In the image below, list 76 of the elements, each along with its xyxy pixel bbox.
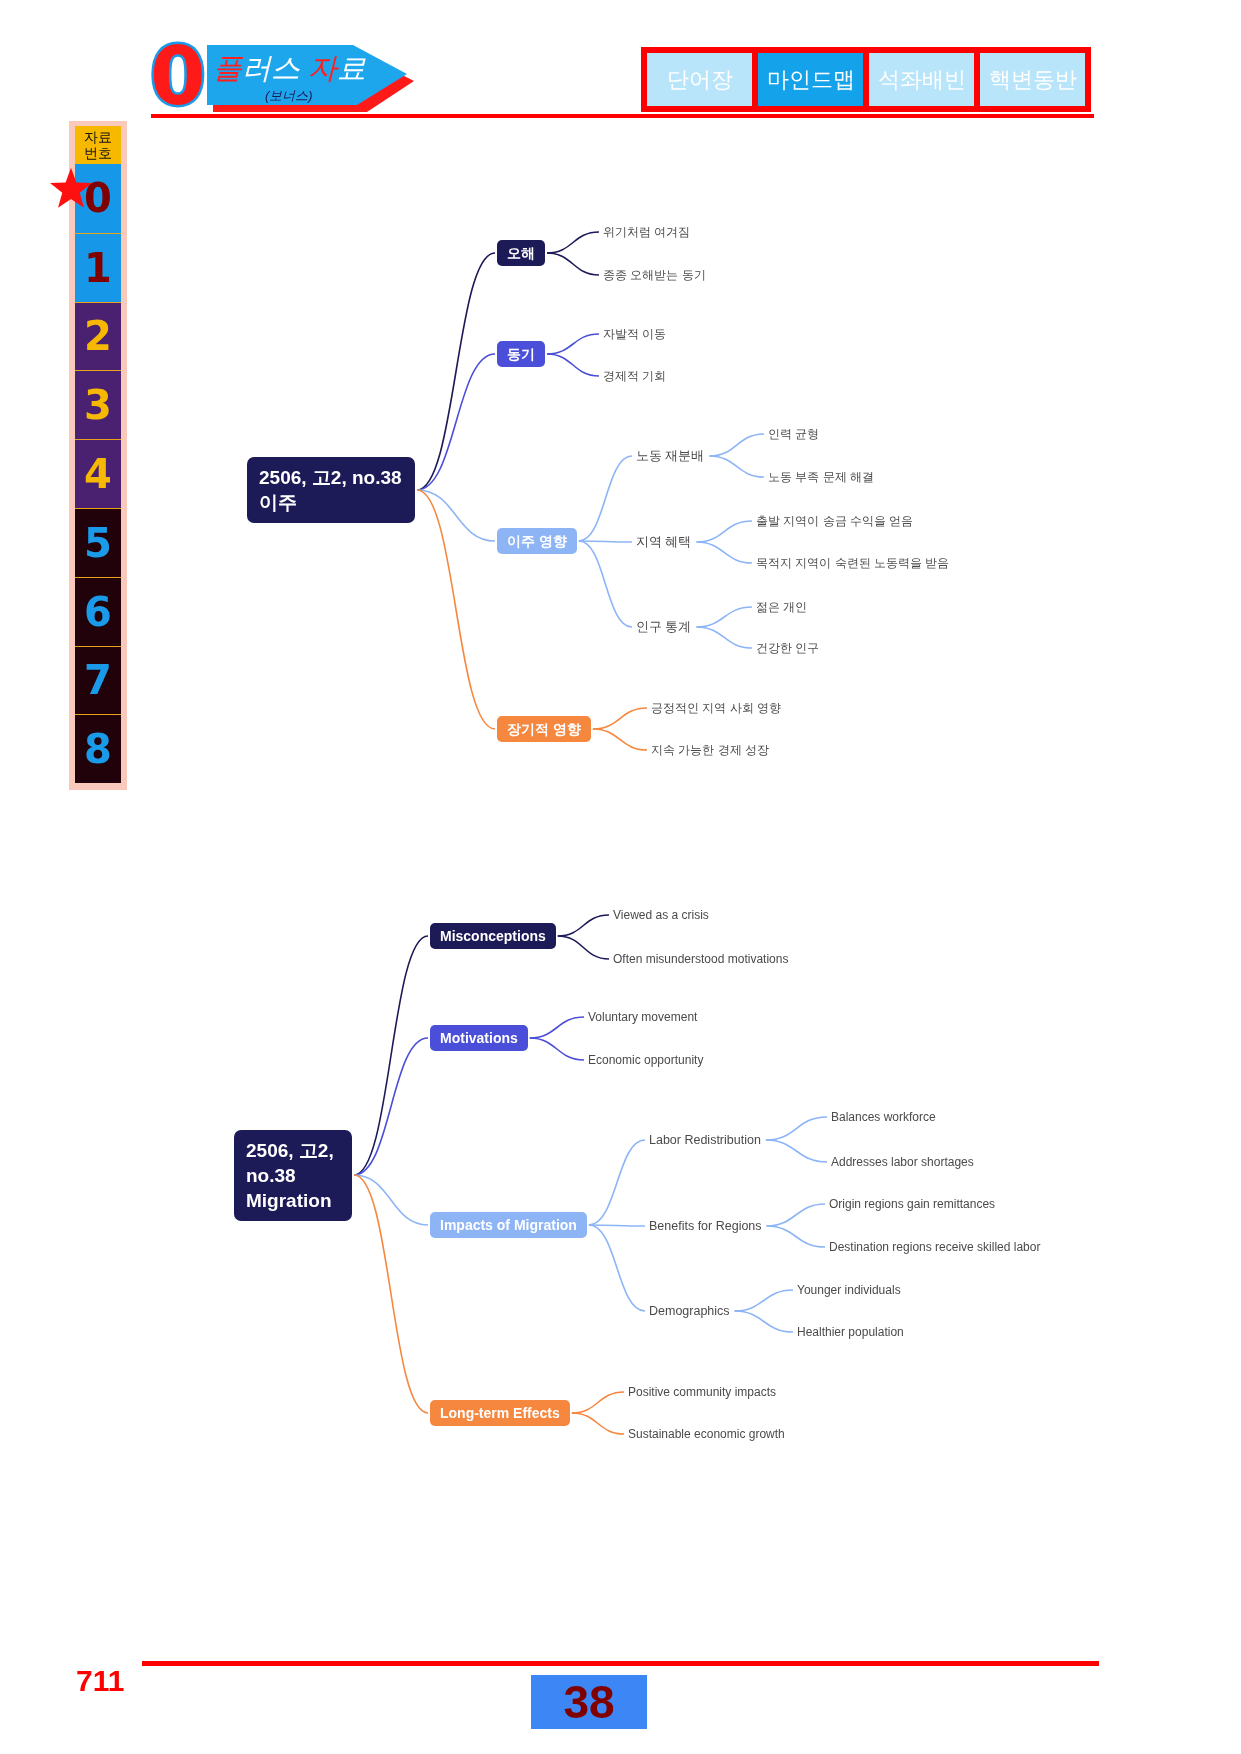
- connector-line: [695, 541, 753, 564]
- connector-line: [765, 1225, 826, 1248]
- banner-arrow: [207, 45, 414, 112]
- number-cell: 8: [75, 714, 121, 784]
- connector-line: [571, 1412, 625, 1435]
- leaf-label: 자발적 이동: [603, 326, 667, 342]
- leaf-label: Addresses labor shortages: [831, 1154, 974, 1170]
- connector-line: [546, 252, 600, 276]
- connector-line: [765, 1139, 828, 1163]
- connector-line: [592, 728, 648, 751]
- connector-line: [529, 1037, 585, 1061]
- subtopic-label: 지역 혜택: [636, 534, 692, 550]
- connector-line: [578, 540, 633, 543]
- leaf-label: Balances workforce: [831, 1109, 936, 1125]
- number-cell: 2: [75, 301, 121, 371]
- leaf-label: 젊은 개인: [756, 599, 808, 615]
- connector-line: [353, 1174, 429, 1414]
- topic-box: 2506, 고2, no.38 이주: [247, 457, 415, 523]
- number-cell: 6: [75, 576, 121, 646]
- connector-line: [588, 1224, 646, 1312]
- leaf-label: 인력 균형: [768, 426, 820, 442]
- branch-box: 장기적 영향: [497, 716, 591, 742]
- connector-line: [588, 1224, 646, 1227]
- connector-line: [546, 353, 600, 377]
- banner-subtitle: (보너스): [265, 88, 313, 104]
- number-cell: 7: [75, 645, 121, 715]
- branch-box: Impacts of Migration: [430, 1212, 587, 1238]
- number-cell: 3: [75, 370, 121, 440]
- banner-title: 플러스 자료: [213, 51, 367, 85]
- heading-cell: 자료 번호: [75, 126, 121, 164]
- page-code: 711: [76, 1664, 125, 1698]
- topic-box: 2506, 고2, no.38 Migration: [234, 1129, 352, 1221]
- subtopic-label: 인구 통계: [636, 619, 692, 635]
- leaf-label: 건강한 인구: [756, 640, 820, 656]
- leaf-label: 출발 지역이 송금 수익을 얻음: [756, 513, 914, 529]
- connector-line: [733, 1310, 794, 1333]
- leaf-label: 목적지 지역이 숙련된 노동력을 받음: [756, 555, 950, 571]
- number-cell: 5: [75, 508, 121, 577]
- connector-line: [416, 489, 496, 542]
- leaf-label: 지속 가능한 경제 성장: [651, 742, 769, 758]
- subtopic-label: Demographics: [649, 1303, 730, 1319]
- subtopic-label: Benefits for Regions: [649, 1218, 762, 1234]
- leaf-label: Origin regions gain remittances: [829, 1196, 996, 1212]
- leaf-label: 종종 오해받는 동기: [603, 267, 706, 283]
- leaf-label: Positive community impacts: [628, 1384, 777, 1400]
- leaf-label: Voluntary movement: [588, 1009, 698, 1025]
- leaf-label: Younger individuals: [797, 1282, 901, 1298]
- leaf-label: Healthier population: [797, 1324, 904, 1340]
- connector-line: [578, 540, 633, 628]
- leaf-label: Economic opportunity: [588, 1052, 704, 1068]
- page-number-box: 38: [531, 1675, 647, 1729]
- leaf-label: Destination regions receive skilled labor: [829, 1239, 1041, 1255]
- branch-box: Motivations: [430, 1025, 528, 1051]
- number-cell: 1: [75, 232, 121, 302]
- leaf-label: Often misunderstood motivations: [613, 951, 789, 967]
- branch-box: 동기: [497, 341, 545, 367]
- branch-box: Long-term Effects: [430, 1400, 570, 1426]
- leaf-label: 노동 부족 문제 해결: [768, 469, 874, 485]
- subtopic-label: Labor Redistribution: [649, 1132, 761, 1148]
- connector-line: [695, 626, 753, 649]
- subtopic-label: 노동 재분배: [636, 448, 705, 464]
- leaf-label: 경제적 기회: [603, 368, 667, 384]
- number-cell: 4: [75, 439, 121, 508]
- leaf-label: Viewed as a crisis: [613, 907, 709, 923]
- leaf-label: 위기처럼 여겨짐: [603, 224, 691, 240]
- branch-box: 이주 영향: [497, 528, 577, 554]
- branch-box: Misconceptions: [430, 923, 556, 949]
- connector-line: [708, 455, 765, 478]
- leaf-label: 긍정적인 지역 사회 영향: [651, 700, 781, 716]
- branch-box: 오해: [497, 240, 545, 266]
- connector-line: [557, 935, 610, 960]
- outlined-digit: 0: [150, 39, 206, 115]
- leaf-label: Sustainable economic growth: [628, 1426, 785, 1442]
- connector-line: [353, 1174, 429, 1226]
- number-cell: 0: [75, 164, 121, 233]
- connector-line: [416, 489, 496, 730]
